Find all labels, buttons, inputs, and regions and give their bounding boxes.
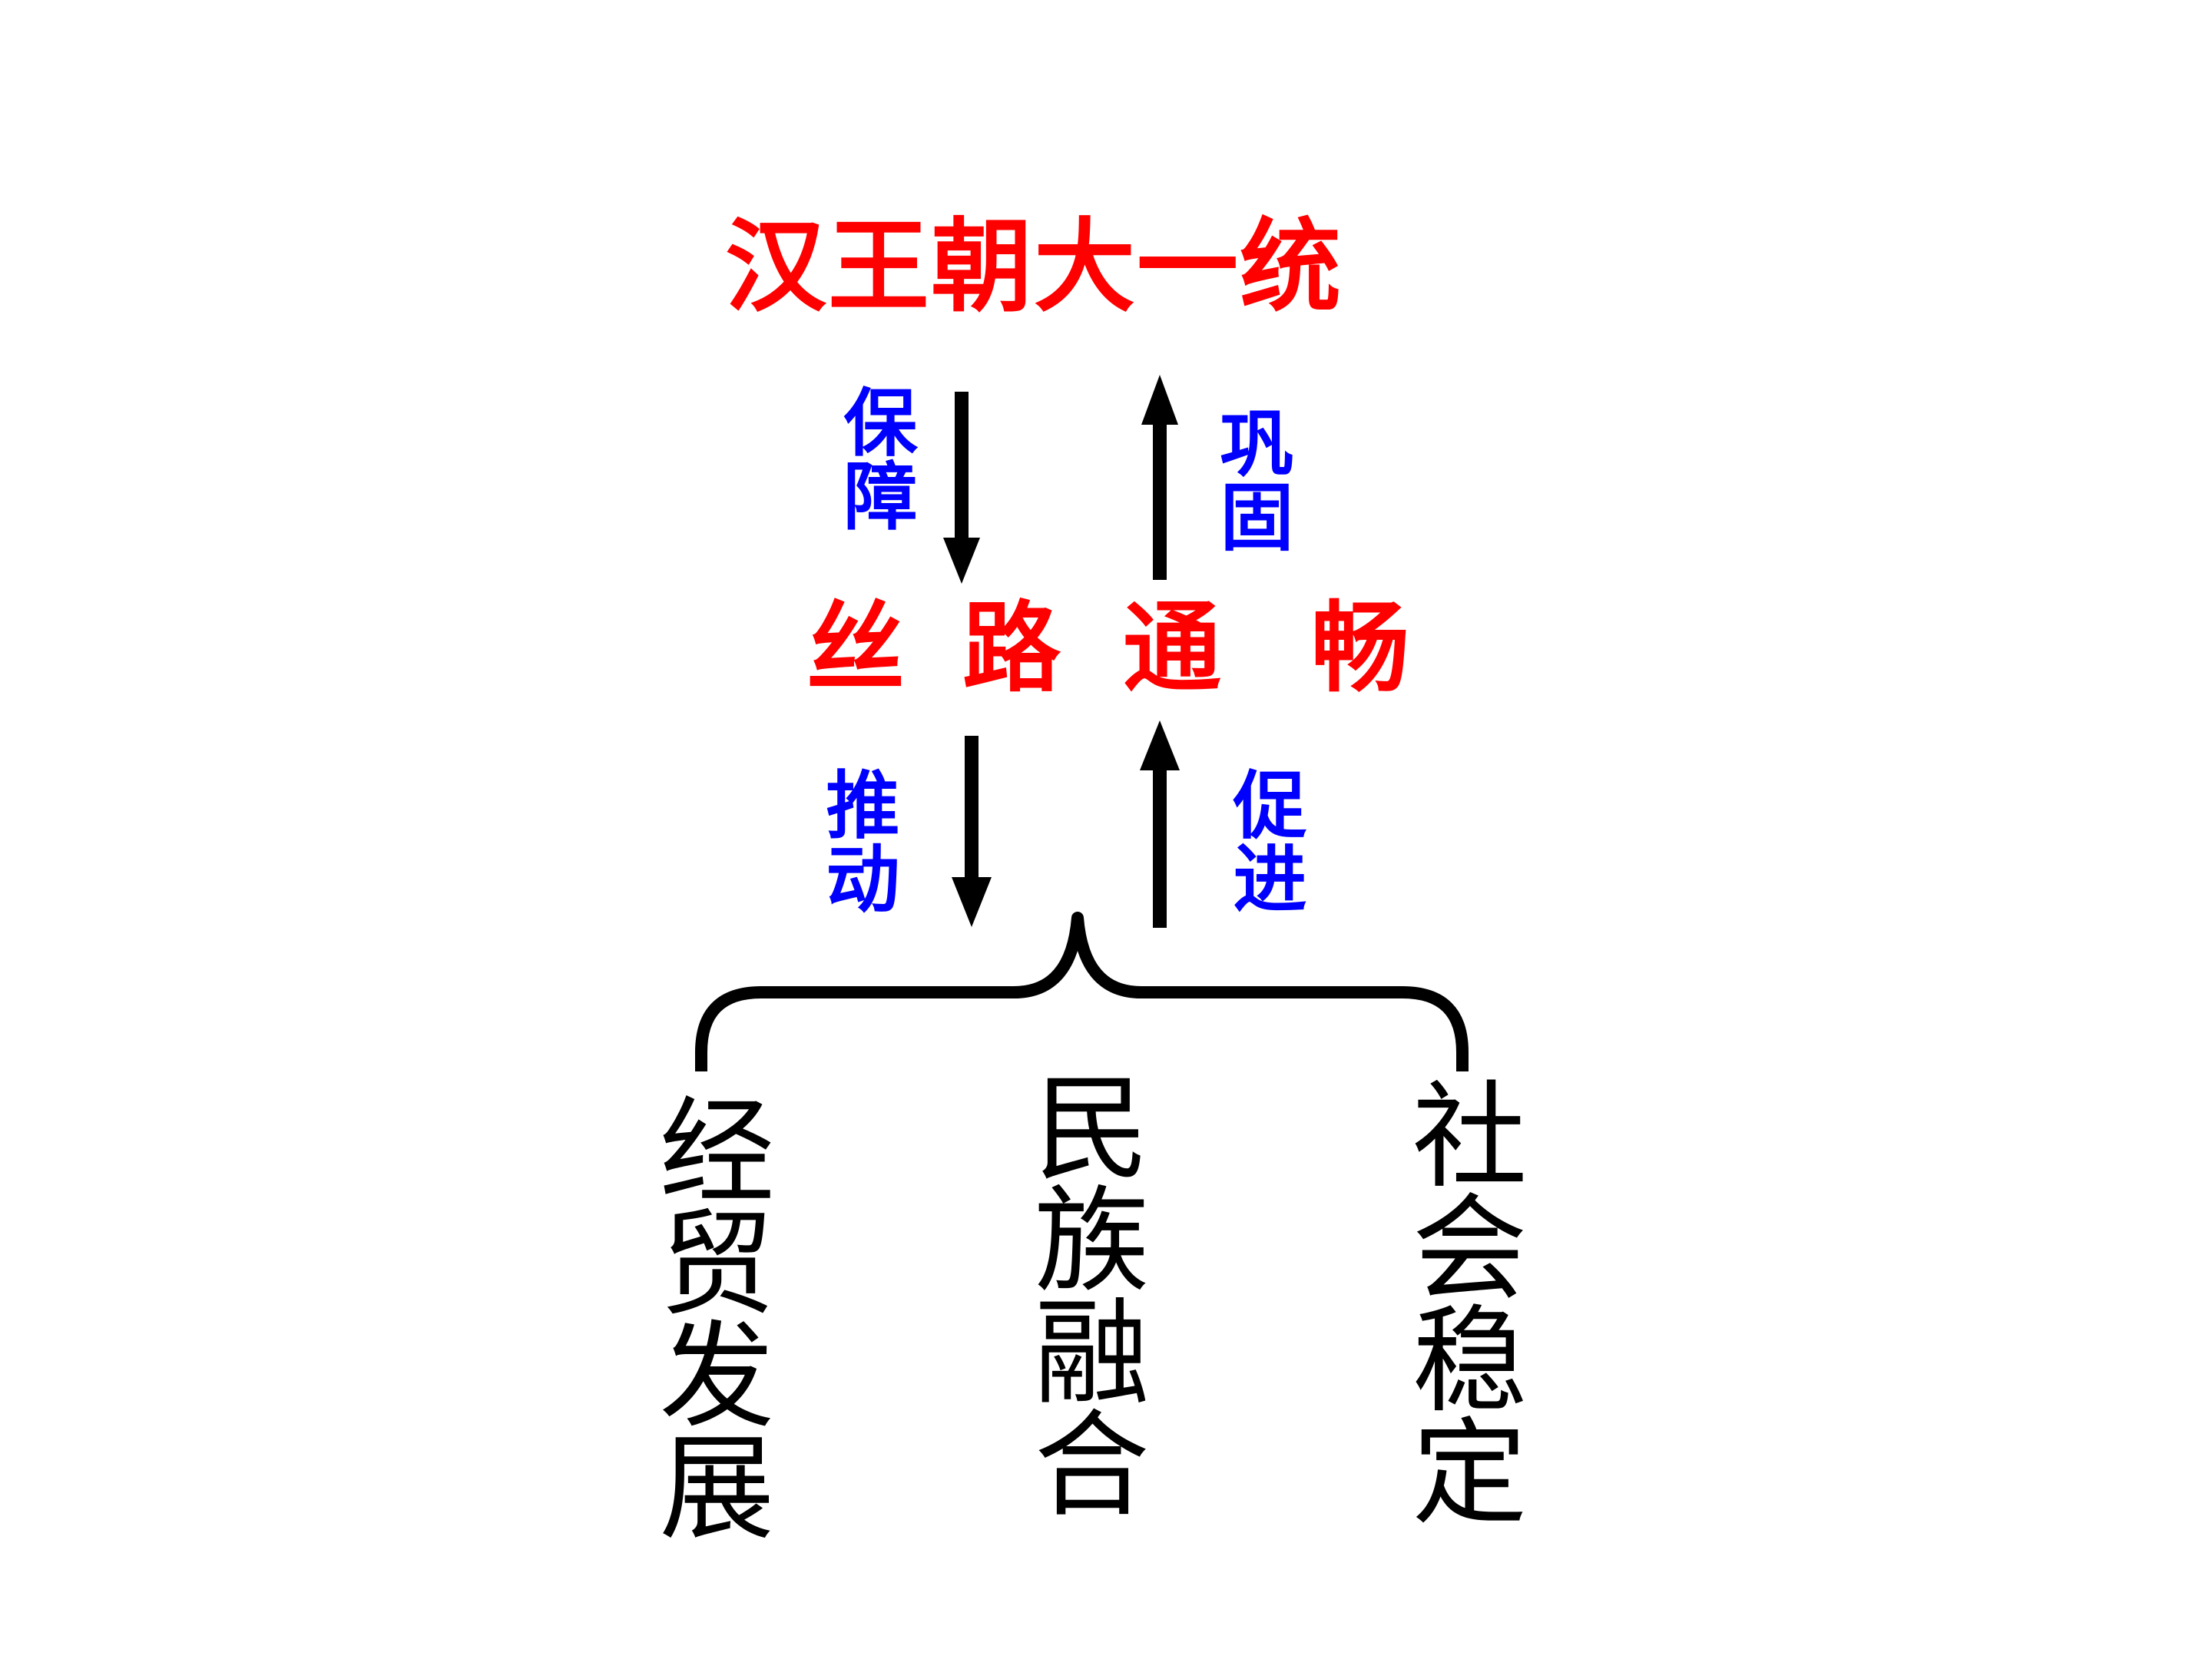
arrow-up-consolidate <box>1141 375 1178 580</box>
relation-consolidate-label: 巩固 <box>1207 405 1294 552</box>
middle-node-char-3: 通 <box>1123 591 1222 706</box>
top-node-label: 汉王朝大一统 <box>725 207 1343 326</box>
relation-promote-label: 促进 <box>1220 767 1307 914</box>
outcome-social-stability: 社会稳定 <box>1392 1075 1526 1524</box>
outcome-ethnic-integration: 民族融合 <box>1015 1068 1148 1516</box>
middle-node-char-4: 畅 <box>1311 591 1410 706</box>
middle-node-char-1: 丝 <box>806 591 906 706</box>
grouping-brace <box>695 912 1469 1071</box>
arrow-down-drive <box>952 736 992 927</box>
relation-guarantee-label: 保障 <box>831 384 918 531</box>
relation-drive-label: 推动 <box>813 767 900 914</box>
middle-node-char-2: 路 <box>962 591 1061 706</box>
arrow-up-promote <box>1140 720 1180 928</box>
outcome-economy-trade: 经贸发展 <box>640 1091 773 1539</box>
arrow-down-guarantee <box>943 392 980 584</box>
